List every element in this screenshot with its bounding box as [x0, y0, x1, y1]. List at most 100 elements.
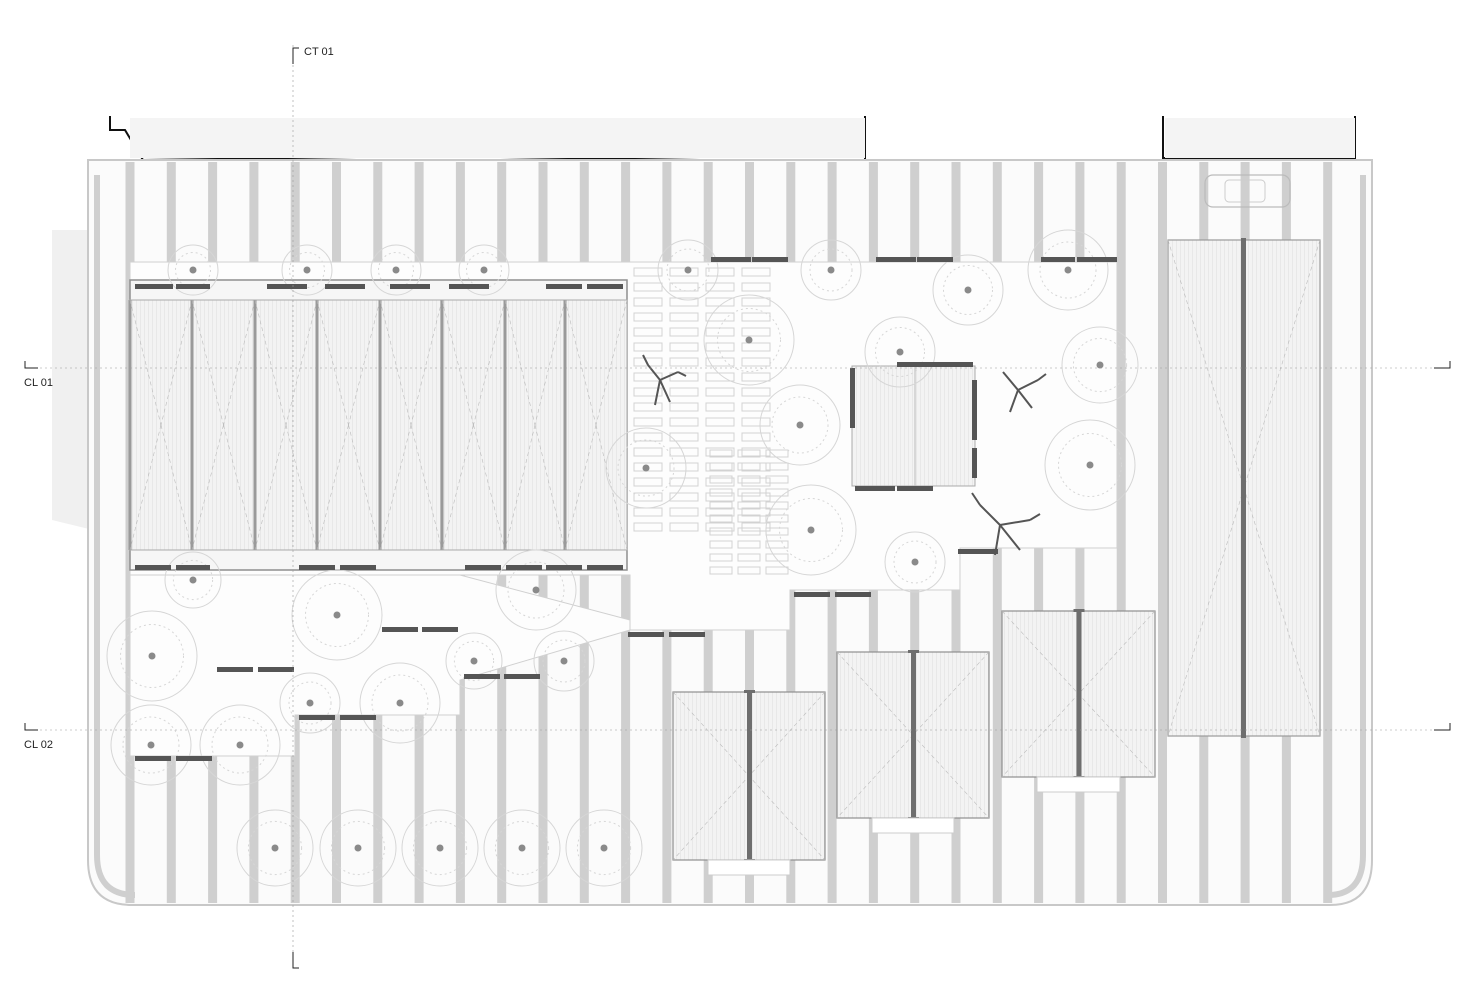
- table: [705, 477, 735, 487]
- table: [737, 488, 761, 497]
- tree-canopy-icon: [765, 484, 857, 576]
- tree-trunk: [911, 558, 919, 566]
- bench: [422, 627, 458, 632]
- tree-canopy-icon: [800, 239, 862, 301]
- table: [737, 553, 761, 562]
- roof-ridge: [747, 692, 752, 860]
- table: [633, 372, 663, 382]
- tree-canopy-icon: [167, 244, 219, 296]
- roof-ridge: [911, 652, 916, 818]
- pergola-diagonal: [160, 299, 193, 426]
- tree-canopy-icon: [291, 569, 383, 661]
- pergola-diagonal: [534, 299, 566, 426]
- tree-canopy-icon: [495, 549, 577, 631]
- tree-canopy-inner: [289, 252, 325, 288]
- tree-canopy-inner: [330, 820, 386, 876]
- bench: [972, 380, 977, 440]
- bench: [217, 667, 253, 672]
- tree-canopy-inner: [875, 327, 925, 377]
- table: [741, 357, 771, 367]
- pergola-diagonal: [564, 424, 597, 551]
- section-axes: [24, 45, 1451, 970]
- table: [669, 507, 699, 517]
- tree-trunk: [964, 286, 972, 294]
- tree-canopy-inner: [466, 252, 502, 288]
- table: [705, 432, 735, 442]
- bench: [711, 257, 751, 262]
- pergola-diagonal: [473, 424, 506, 551]
- tree-canopy-inner: [617, 439, 675, 497]
- tree-canopy-icon: [401, 809, 479, 887]
- pergola-diagonal: [534, 424, 566, 551]
- table: [669, 432, 699, 442]
- tree-canopy-inner: [893, 540, 937, 584]
- street-band: [130, 118, 1355, 158]
- table: [741, 492, 771, 502]
- pergola-diagonal: [223, 424, 256, 551]
- table: [765, 501, 789, 510]
- tree-trunk: [392, 266, 400, 274]
- tree-canopy-inner: [378, 252, 414, 288]
- table: [741, 327, 771, 337]
- tree-canopy-inner: [576, 820, 632, 876]
- bench: [794, 592, 830, 597]
- table: [633, 447, 663, 457]
- tree-canopy-inner: [211, 716, 269, 774]
- tree-canopy-icon: [359, 662, 441, 744]
- table: [737, 475, 761, 484]
- pergola-diagonal: [410, 424, 443, 551]
- tree-trunk: [306, 699, 314, 707]
- tree-canopy-icon: [483, 809, 561, 887]
- table: [737, 501, 761, 510]
- table: [633, 492, 663, 502]
- tree-trunk: [518, 844, 526, 852]
- small-buildings: [672, 609, 1156, 876]
- table: [633, 522, 663, 532]
- pergola-diagonal: [254, 424, 287, 551]
- table: [741, 477, 771, 487]
- tree-canopy-inner: [371, 674, 429, 732]
- pergola-diagonal: [129, 299, 162, 426]
- bench: [1077, 257, 1117, 262]
- tree-canopy-icon: [932, 254, 1004, 326]
- table: [669, 417, 699, 427]
- tree-canopy-inner: [717, 308, 781, 372]
- table: [741, 297, 771, 307]
- tree-canopy-icon: [319, 809, 397, 887]
- tree-canopy-icon: [281, 244, 333, 296]
- table: [709, 566, 733, 575]
- tree-canopy-inner: [305, 583, 369, 647]
- tree-canopy-icon: [199, 704, 281, 786]
- tree-canopy-icon: [370, 244, 422, 296]
- tree-trunk: [600, 844, 608, 852]
- table: [765, 449, 789, 458]
- table: [765, 553, 789, 562]
- bench: [835, 592, 871, 597]
- bench: [176, 565, 210, 570]
- pergola-diagonal: [379, 424, 412, 551]
- table: [705, 267, 735, 277]
- tree-trunk: [147, 741, 155, 749]
- tree-trunk: [684, 266, 692, 274]
- tree-canopy-icon: [703, 294, 795, 386]
- bench: [897, 486, 933, 491]
- table: [669, 387, 699, 397]
- table: [737, 527, 761, 536]
- pergola-left: [128, 279, 628, 571]
- tree-canopy-icon: [884, 531, 946, 593]
- car-icon: [1204, 174, 1291, 208]
- tree-trunk: [642, 464, 650, 472]
- roof-ridge: [1076, 611, 1082, 777]
- table: [633, 432, 663, 442]
- tree-canopy-icon: [657, 239, 719, 301]
- table: [765, 475, 789, 484]
- tree-canopy-inner: [247, 820, 303, 876]
- central-pavilion: [851, 365, 976, 487]
- pergola-diagonal: [191, 299, 224, 426]
- tree-canopy-inner: [809, 248, 853, 292]
- seating-grid: [633, 267, 789, 575]
- pergola-diagonal: [379, 299, 412, 426]
- tree-trunk: [271, 844, 279, 852]
- pergola-diagonal: [473, 299, 506, 426]
- table: [765, 462, 789, 471]
